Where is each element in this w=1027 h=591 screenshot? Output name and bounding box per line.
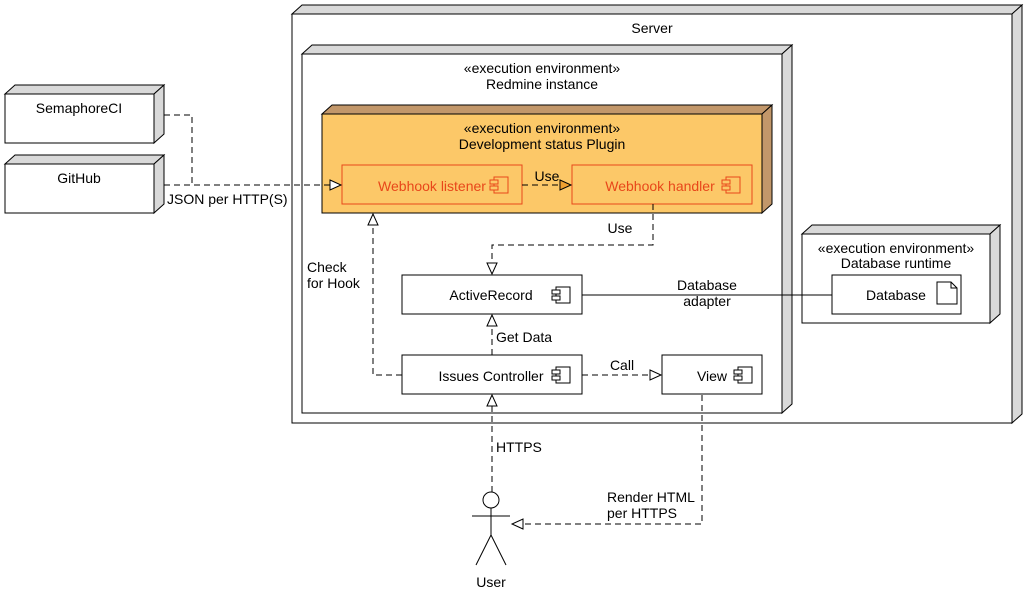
component-icon — [551, 286, 571, 304]
issues-controller-component: Issues Controller — [401, 354, 583, 395]
actor-head — [482, 491, 500, 509]
database-label: Database — [866, 287, 926, 303]
github-node: GitHub — [3, 153, 166, 215]
webhook-handler-label: Webhook handler — [605, 178, 715, 194]
db-runtime-stereotype: «execution environment» — [818, 240, 975, 256]
db-adapter-label-1: Database — [677, 277, 737, 293]
component-icon — [489, 176, 509, 194]
render-label-2: per HTTPS — [607, 505, 677, 521]
webhook-listener-component: Webhook listener — [341, 164, 523, 205]
active-record-component: ActiveRecord — [401, 274, 583, 315]
semaphore-connector — [164, 114, 193, 185]
use-label-1: Use — [535, 168, 560, 184]
db-adapter-label-2: adapter — [683, 293, 731, 309]
database-artifact: Database — [831, 274, 962, 315]
db-runtime-name: Database runtime — [841, 255, 952, 271]
actor-body — [472, 508, 510, 566]
component-icon — [721, 176, 741, 194]
plugin-name: Development status Plugin — [459, 136, 626, 152]
use-label-2: Use — [608, 220, 633, 236]
check-hook-label-1: Check — [307, 259, 348, 275]
handler-to-activerecord-edge — [486, 204, 654, 276]
semaphoreci-label: SemaphoreCI — [36, 100, 122, 116]
render-label-1: Render HTML — [607, 489, 695, 505]
https-label: HTTPS — [496, 439, 542, 455]
issues-controller-label: Issues Controller — [438, 368, 543, 384]
plugin-stereotype: «execution environment» — [464, 120, 621, 136]
github-label: GitHub — [57, 170, 101, 186]
connectors — [164, 114, 832, 530]
document-icon — [936, 281, 958, 305]
semaphoreci-node: SemaphoreCI — [3, 83, 166, 145]
json-http-label: JSON per HTTP(S) — [167, 191, 288, 207]
redmine-stereotype: «execution environment» — [464, 60, 621, 76]
get-data-label: Get Data — [496, 329, 552, 345]
component-icon — [551, 366, 571, 384]
user-actor — [472, 491, 510, 566]
server-title: Server — [631, 20, 673, 36]
active-record-label: ActiveRecord — [449, 287, 532, 303]
check-hook-label-2: for Hook — [307, 275, 361, 291]
call-label: Call — [610, 357, 634, 373]
view-component: View — [661, 354, 763, 395]
view-label: View — [697, 368, 728, 384]
user-label: User — [476, 574, 506, 590]
view-to-user-edge — [510, 395, 703, 530]
component-icon — [733, 366, 753, 384]
webhook-handler-component: Webhook handler — [571, 164, 753, 205]
webhook-listener-label: Webhook listener — [378, 178, 486, 194]
redmine-name: Redmine instance — [486, 76, 598, 92]
